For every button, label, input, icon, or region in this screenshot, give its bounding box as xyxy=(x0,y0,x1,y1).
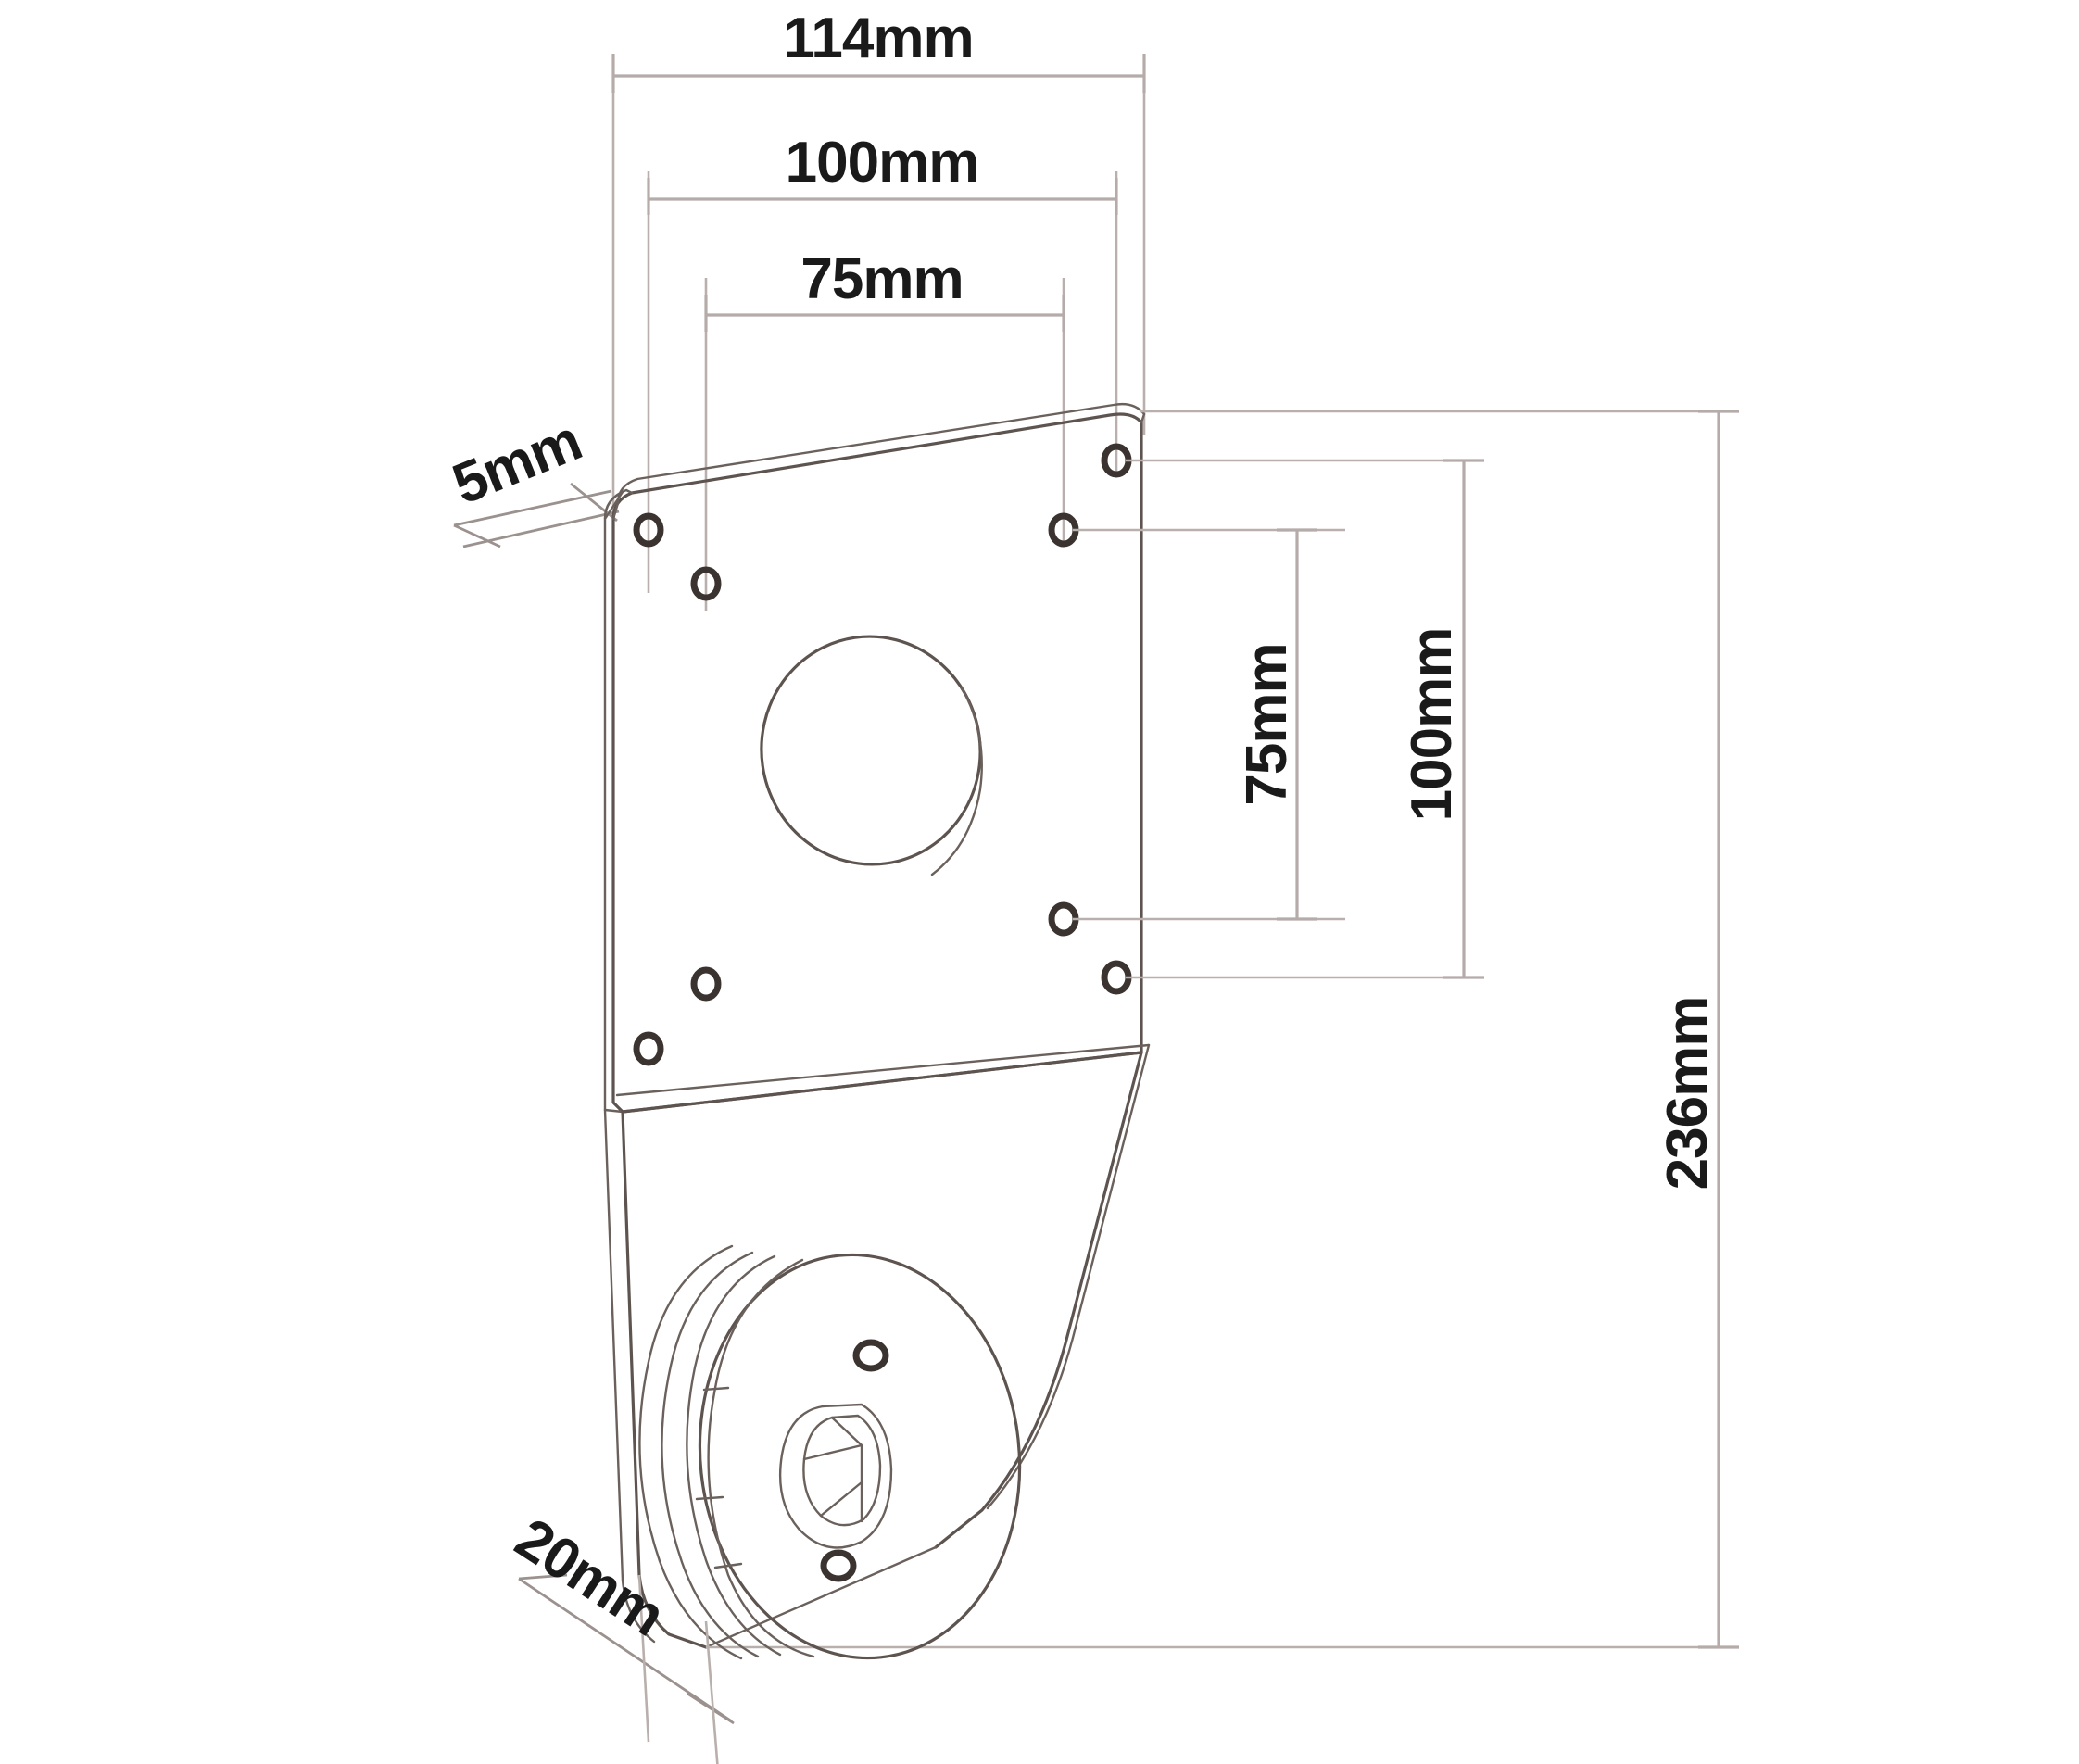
pivot-hole-upper xyxy=(852,1339,889,1372)
top-dimension-ticks xyxy=(611,54,1146,332)
vesa-hole-inner-top-left xyxy=(690,566,722,601)
leader-5mm-tick-a xyxy=(453,523,501,548)
pivot-keyhole-facet-a xyxy=(830,1416,863,1447)
arm-right-taper xyxy=(934,1051,1143,1549)
pivot-flank-tick-3 xyxy=(713,1562,743,1569)
vesa-hole-outer-bottom-left xyxy=(633,1031,664,1066)
pivot-ring-back-inner xyxy=(686,1254,782,1657)
leader-20mm-tick-a xyxy=(518,1573,568,1581)
pivot-hole-lower xyxy=(820,1549,857,1582)
plate-top-left-join xyxy=(611,501,620,521)
dim-label-top-vesa-75: 75mm xyxy=(800,247,963,311)
plate-left-corner-round xyxy=(603,488,634,521)
arm-left-edge-inner xyxy=(603,1108,656,1644)
right-extension-lines xyxy=(706,410,1721,1649)
vesa-hole-group xyxy=(633,443,1132,1066)
plate-bottom-edge xyxy=(621,1051,1143,1114)
pivot-ring-back-outer xyxy=(638,1244,743,1660)
thickness-leader xyxy=(453,482,620,548)
leader-20mm-upper xyxy=(518,1577,733,1723)
right-dimension-lines xyxy=(1277,410,1739,1649)
pivot-keyhole-facet-b xyxy=(802,1443,863,1461)
vesa-hole-inner-bottom-left xyxy=(690,966,722,1002)
pivot-ring-back-mid xyxy=(661,1251,760,1658)
dim-label-right-vesa-75: 75mm xyxy=(1235,643,1299,805)
top-dimension-lines xyxy=(613,74,1144,317)
pivot-assembly xyxy=(638,1244,1022,1660)
pivot-flank-tick-2 xyxy=(695,1495,724,1501)
pivot-disc-edge-thickness xyxy=(707,1258,815,1658)
plate-left-thickness-bottom xyxy=(603,1108,624,1114)
ext-line-20mm-right xyxy=(704,1620,719,1764)
dim-label-overall-height: 236mm xyxy=(1656,997,1720,1191)
pivot-keyhole-facet-d xyxy=(819,1480,863,1518)
ext-line-20mm-left xyxy=(637,1574,650,1743)
plate-top-right-join xyxy=(1140,412,1146,424)
leader-5mm-tick-b xyxy=(570,482,618,523)
arm-bottom-edge xyxy=(704,1545,938,1649)
dim-label-top-overall: 114mm xyxy=(783,6,973,70)
center-cable-hole xyxy=(760,635,982,866)
vesa-hole-outer-bottom-right xyxy=(1101,960,1132,995)
dim-label-right-vesa-100: 100mm xyxy=(1400,628,1464,822)
center-cable-hole-thickness xyxy=(930,686,983,876)
arm-right-taper-inner xyxy=(986,1043,1151,1510)
pivot-keyhole-outline xyxy=(778,1403,893,1549)
vesa-hole-outer-top-left xyxy=(633,512,664,548)
pivot-keyhole-inner xyxy=(802,1414,882,1527)
plate-bottom-edge-inner xyxy=(615,1043,1151,1097)
leader-20mm-tick-b xyxy=(687,1692,735,1725)
pivot-disc-outer xyxy=(698,1253,1022,1660)
dim-label-top-vesa-100: 100mm xyxy=(786,131,979,195)
bracket-body xyxy=(603,402,1151,1649)
pivot-flank-tick-1 xyxy=(702,1386,730,1392)
vesa-hole-inner-bottom-right xyxy=(1048,901,1079,937)
depth-leader xyxy=(518,1573,735,1764)
